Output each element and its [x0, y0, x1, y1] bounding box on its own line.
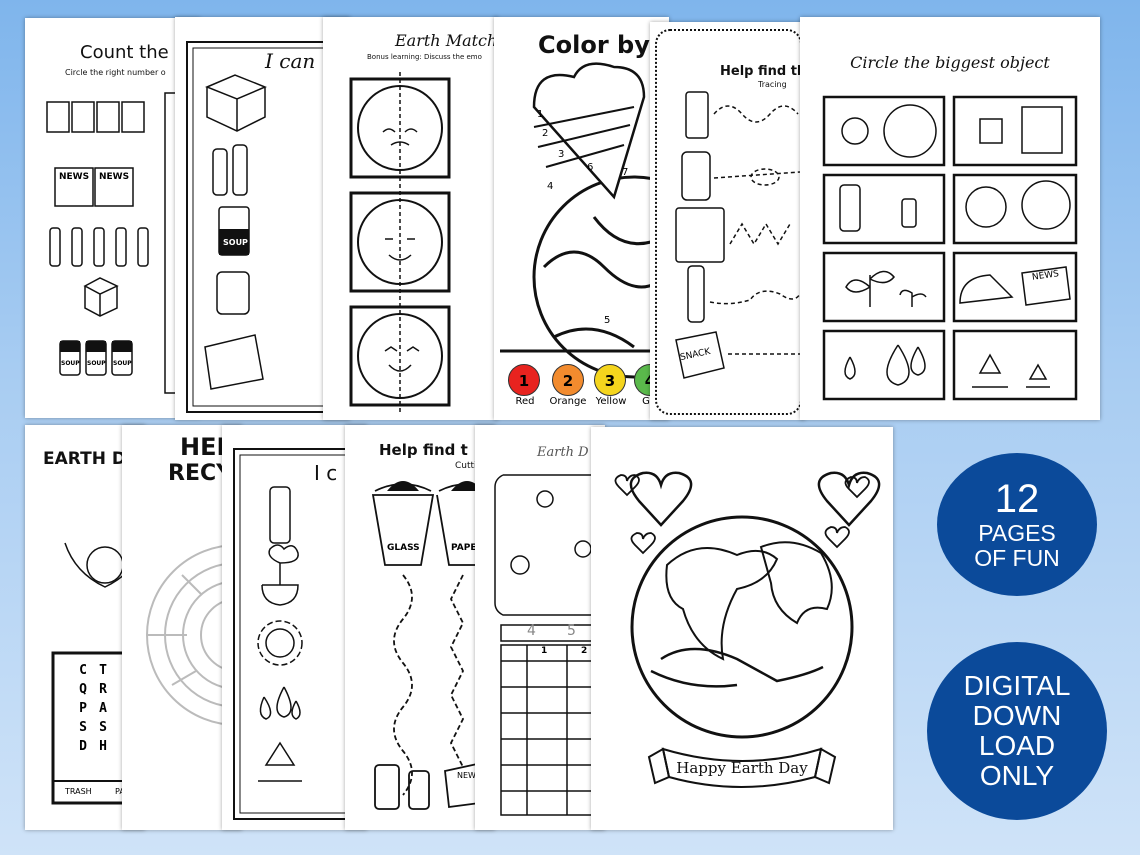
- count-number: 4: [527, 623, 536, 639]
- page-title: EARTH D: [43, 449, 126, 469]
- page-title: Color by: [538, 31, 650, 59]
- page-title: Count the: [80, 42, 169, 63]
- page-subtitle: Circle the right number o: [65, 68, 166, 77]
- page-title: Earth D: [537, 445, 589, 460]
- area-number: 3: [558, 149, 565, 160]
- page-circle-biggest: Circle the biggest object NEWS: [800, 17, 1100, 420]
- area-number: 2: [542, 128, 549, 139]
- counting-illustrations: [46, 92, 186, 394]
- badge-text: OF FUN: [974, 545, 1060, 572]
- color-by-number-art: [500, 62, 669, 379]
- page-subtitle: Bonus learning: Discuss the emo: [367, 53, 482, 61]
- soup-label: SOUP: [223, 238, 248, 247]
- page-happy-earth-day: Happy Earth Day: [591, 427, 893, 830]
- column-number: 2: [581, 646, 588, 656]
- page-i-can: I can SOUP: [175, 17, 350, 420]
- badge-text: ONLY: [979, 760, 1055, 792]
- bin-label: PAPER: [451, 543, 484, 553]
- word-list-item: PA: [115, 787, 125, 796]
- matching-earths: [349, 72, 451, 412]
- page-earth-day-graph: Earth D 4 5 1 2: [475, 425, 605, 830]
- page-earth-matching: Earth Matchi Bonus learning: Discuss the…: [323, 17, 498, 420]
- graph-art: [494, 474, 605, 816]
- page-subtitle: Cutti: [455, 461, 477, 471]
- bin-label: GLASS: [387, 543, 420, 553]
- page-cutting: Help find t Cutti GLASS PAPER NEWS: [345, 425, 495, 830]
- page-subtitle: Tracing: [758, 80, 787, 89]
- earth-hug-art: [614, 471, 881, 788]
- page-title: I c: [314, 461, 338, 485]
- page-count: Count the Circle the right number o NEWS…: [25, 18, 200, 418]
- soup-label: SOUP: [113, 360, 132, 367]
- badge-text: LOAD: [978, 730, 1056, 761]
- i-can-items: [233, 448, 367, 820]
- soup-label: SOUP: [87, 360, 106, 367]
- area-number: 6: [587, 162, 594, 173]
- news-label: NEWS: [59, 172, 90, 182]
- area-number: 4: [547, 181, 554, 192]
- badge-text: DIGITAL: [963, 669, 1071, 701]
- page-title: Help find t: [379, 441, 468, 459]
- digital-download-badge: DIGITAL DOWN LOAD ONLY: [927, 642, 1107, 820]
- soup-label: SOUP: [61, 360, 80, 367]
- page-title: Help find th: [720, 64, 805, 79]
- biggest-object-grid: [822, 95, 1078, 401]
- page-tracing: Help find th Tracing SNACK: [650, 22, 805, 420]
- page-title: Circle the biggest object: [850, 53, 1050, 72]
- badge-text: PAGES: [978, 520, 1056, 547]
- pages-badge: 12 PAGES OF FUN: [937, 453, 1097, 596]
- page-title: Earth Matchi: [395, 31, 498, 50]
- badge-text: DOWN: [972, 699, 1062, 731]
- area-number: 1: [537, 109, 544, 120]
- banner-text: Happy Earth Day: [676, 759, 808, 777]
- page-title: I can: [265, 49, 316, 73]
- news-label: NEWS: [457, 771, 482, 780]
- area-number: 5: [604, 315, 611, 326]
- count-number: 5: [567, 623, 576, 639]
- badge-number: 12: [994, 477, 1040, 522]
- word-list-item: TRASH: [65, 787, 92, 796]
- cutting-lines: [371, 481, 495, 810]
- area-number: 7: [622, 167, 629, 178]
- page-i-can-2: I c: [222, 425, 367, 830]
- news-label: NEWS: [99, 172, 130, 182]
- column-number: 1: [541, 646, 548, 656]
- page-title-line: RECY: [168, 461, 233, 486]
